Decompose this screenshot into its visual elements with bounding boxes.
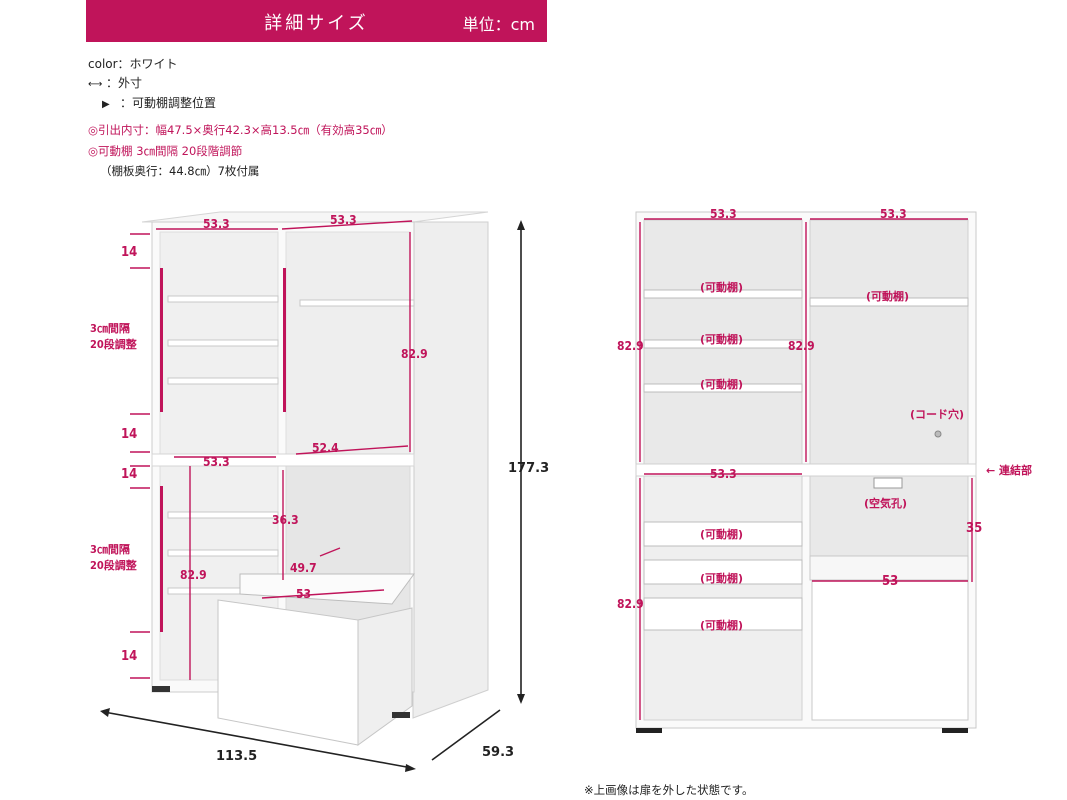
shelf-mark-legend: ▶ ：可動棚調整位置 [88, 94, 216, 111]
footer-note: ※上画像は扉を外した状態です。 [584, 783, 754, 797]
outer-dimension-label: ：外寸 [106, 76, 143, 90]
shelf-mark-label: ：可動棚調整位置 [120, 96, 217, 110]
right-drawer-width: 53 [882, 574, 898, 589]
left-drawer-width: 53 [296, 587, 311, 601]
left-h-mid: 14 [121, 427, 137, 442]
right-h-low: 82.9 [617, 597, 644, 611]
cord-hole-label: (コード穴) [910, 407, 964, 421]
shelf-label-6: (可動棚) [700, 571, 743, 585]
left-h-low-top: 14 [121, 467, 137, 482]
shelf-count-note: （棚板奥行：44.8㎝）7枚付属 [100, 164, 260, 178]
right-width-2: 53.3 [880, 207, 907, 221]
right-h-left: 82.9 [617, 339, 644, 353]
joint-label: ← 連結部 [986, 463, 1032, 477]
left-adjust-1: 3㎝間隔 [90, 321, 130, 335]
outer-dimension-legend: ⟷：外寸 [88, 74, 142, 91]
right-h-center: 82.9 [788, 339, 815, 353]
shelf-label-4: (可動棚) [866, 289, 909, 303]
left-adjust-3: 3㎝間隔 [90, 542, 130, 556]
left-inner-depth: 52.4 [312, 441, 339, 455]
header-unit: 単位：cm [462, 15, 535, 34]
shelf-label-3: (可動棚) [700, 377, 743, 391]
total-width: 113.5 [216, 749, 257, 764]
air-hole-label: (空気孔) [864, 496, 907, 510]
color-info: color：ホワイト [88, 57, 178, 71]
left-h-top: 14 [121, 245, 137, 260]
total-height: 177.3 [508, 461, 549, 476]
shelf-label-5: (可動棚) [700, 527, 743, 541]
header-title: 詳細サイズ [264, 13, 369, 34]
left-adjust-4: 20段調整 [90, 558, 137, 572]
right-width-low: 53.3 [710, 467, 737, 481]
shelf-label-2: (可動棚) [700, 332, 743, 346]
right-front-cabinet [635, 211, 977, 733]
header-bar: 詳細サイズ 単位：cm [86, 0, 547, 42]
right-width-1: 53.3 [710, 207, 737, 221]
left-perspective-cabinet [100, 211, 525, 772]
total-depth: 59.3 [482, 745, 514, 760]
drawer-inner-note: ◎引出内寸：幅47.5×奥行42.3×高13.5㎝（有効高35㎝） [88, 123, 393, 137]
double-arrow-icon: ⟷ [88, 79, 103, 90]
left-h-right: 82.9 [401, 347, 428, 361]
left-h-small: 36.3 [272, 513, 299, 527]
shelf-adjust-note: ◎可動棚 3㎝間隔 20段階調節 [88, 144, 243, 158]
left-width-low: 53.3 [203, 455, 230, 469]
left-width-2: 53.3 [330, 213, 357, 227]
left-h-low: 82.9 [180, 568, 207, 582]
left-adjust-2: 20段調整 [90, 337, 137, 351]
left-h-bottom: 14 [121, 649, 137, 664]
right-h-drawer: 35 [966, 521, 982, 536]
left-drawer-depth: 49.7 [290, 561, 317, 575]
shelf-label-1: (可動棚) [700, 280, 743, 294]
left-width-1: 53.3 [203, 217, 230, 231]
shelf-label-7: (可動棚) [700, 618, 743, 632]
triangle-marker-icon: ▶ [102, 99, 110, 110]
